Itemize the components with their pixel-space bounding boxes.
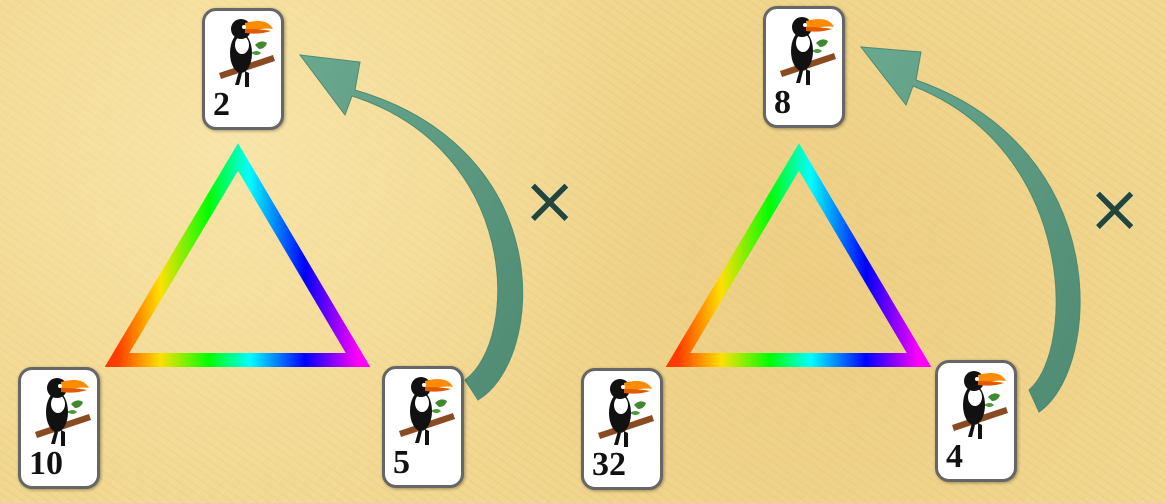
card-value: 4 bbox=[946, 438, 963, 475]
rainbow-triangle bbox=[104, 143, 371, 367]
card-top: 2 bbox=[202, 8, 284, 130]
toucan-icon bbox=[594, 375, 658, 453]
rainbow-triangle bbox=[665, 143, 932, 367]
card-bottom-right: 4 bbox=[935, 360, 1017, 482]
card-bottom-left: 32 bbox=[581, 368, 663, 490]
card-value: 2 bbox=[213, 86, 230, 123]
toucan-icon bbox=[395, 373, 459, 451]
card-value: 8 bbox=[774, 84, 791, 121]
multiply-operator: × bbox=[1087, 170, 1143, 247]
multiply-operator: × bbox=[522, 162, 578, 239]
card-bottom-right: 5 bbox=[382, 366, 464, 488]
card-value: 32 bbox=[592, 446, 626, 483]
card-value: 10 bbox=[29, 445, 63, 482]
curved-arrow bbox=[298, 54, 524, 401]
toucan-icon bbox=[776, 13, 840, 91]
card-value: 5 bbox=[393, 444, 410, 481]
toucan-icon bbox=[215, 15, 279, 93]
curved-arrow bbox=[859, 46, 1081, 413]
diagram-right: × 8 32 4 bbox=[561, 0, 1144, 503]
toucan-icon bbox=[948, 367, 1012, 445]
diagram-left: × 2 10 5 bbox=[18, 8, 578, 489]
toucan-icon bbox=[31, 374, 95, 452]
card-bottom-left: 10 bbox=[18, 367, 100, 489]
card-top: 8 bbox=[763, 6, 845, 128]
